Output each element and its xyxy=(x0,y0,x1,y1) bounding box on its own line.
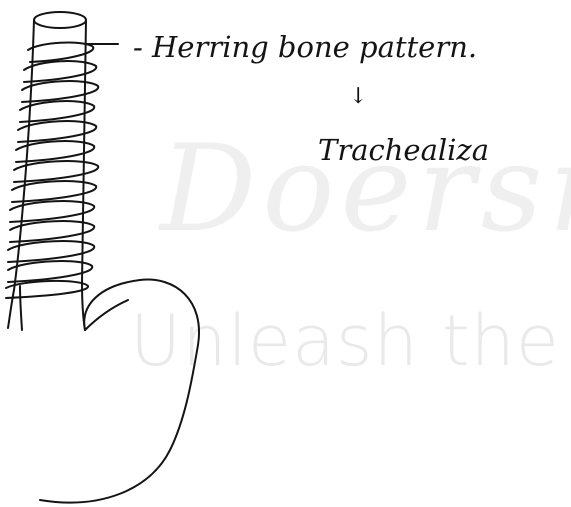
trachealization-label: Trachealiza xyxy=(318,133,489,167)
tube-top-opening xyxy=(34,12,86,28)
tube-stem-left xyxy=(20,286,22,330)
herring-bone-label: - Herring bone pattern. xyxy=(133,30,477,64)
sac-outline xyxy=(40,280,199,503)
sac-inner-curve xyxy=(85,300,128,330)
down-arrow-icon: ↓ xyxy=(349,84,367,109)
